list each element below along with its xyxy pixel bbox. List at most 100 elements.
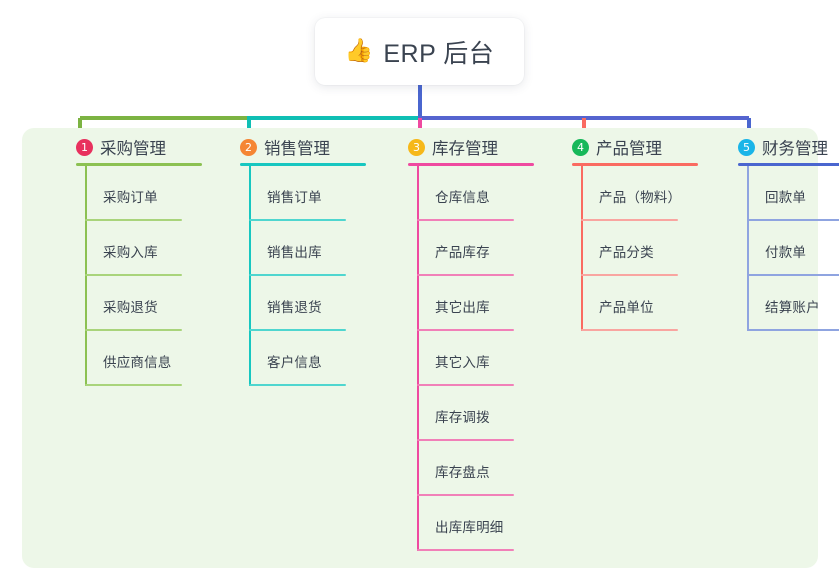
column-header-rule xyxy=(240,163,366,166)
column-title: 财务管理 xyxy=(762,140,828,158)
list-item[interactable]: 库存盘点 xyxy=(417,441,552,496)
list-item-label: 销售退货 xyxy=(267,300,322,315)
list-item-label: 供应商信息 xyxy=(103,355,172,370)
list-item-rule xyxy=(249,274,346,276)
column-badge-icon: 1 xyxy=(76,138,93,156)
list-item[interactable]: 出库库明细 xyxy=(417,496,552,551)
column-items: 采购订单采购入库采购退货供应商信息 xyxy=(85,166,220,386)
list-item[interactable]: 产品库存 xyxy=(417,221,552,276)
list-item[interactable]: 库存调拨 xyxy=(417,386,552,441)
list-item-label: 客户信息 xyxy=(267,355,322,370)
list-item[interactable]: 销售出库 xyxy=(249,221,384,276)
column-badge-icon: 2 xyxy=(240,138,257,156)
column-5: 5 财务管理回款单付款单结算账户 xyxy=(720,128,839,331)
column-header-rule xyxy=(76,163,202,166)
list-item-label: 采购订单 xyxy=(103,190,158,205)
list-item-rule xyxy=(85,329,182,331)
list-item-rule xyxy=(249,329,346,331)
list-item-rule xyxy=(417,549,514,551)
list-item-rule xyxy=(249,219,346,221)
list-item-rule xyxy=(417,274,514,276)
list-item-rule xyxy=(417,329,514,331)
list-item[interactable]: 客户信息 xyxy=(249,331,384,386)
list-item[interactable]: 仓库信息 xyxy=(417,166,552,221)
column-2: 2 销售管理销售订单销售出库销售退货客户信息 xyxy=(222,128,384,386)
column-items: 仓库信息产品库存其它出库其它入库库存调拨库存盘点出库库明细 xyxy=(417,166,552,551)
column-header-4[interactable]: 4 产品管理 xyxy=(554,128,716,166)
list-item[interactable]: 产品（物料） xyxy=(581,166,716,221)
list-item-rule xyxy=(249,384,346,386)
page-title: ERP 后台 xyxy=(383,39,495,68)
list-item-label: 销售订单 xyxy=(267,190,322,205)
column-title: 采购管理 xyxy=(100,140,166,158)
column-spine xyxy=(581,166,583,331)
column-header-3[interactable]: 3 库存管理 xyxy=(390,128,552,166)
column-items: 销售订单销售出库销售退货客户信息 xyxy=(249,166,384,386)
list-item-label: 其它出库 xyxy=(435,300,490,315)
list-item-rule xyxy=(747,274,839,276)
list-item-label: 采购退货 xyxy=(103,300,158,315)
column-badge-icon: 4 xyxy=(572,138,589,156)
list-item-label: 其它入库 xyxy=(435,355,490,370)
list-item[interactable]: 其它入库 xyxy=(417,331,552,386)
list-item-label: 产品单位 xyxy=(599,300,654,315)
column-spine xyxy=(747,166,749,331)
list-item[interactable]: 供应商信息 xyxy=(85,331,220,386)
list-item[interactable]: 采购入库 xyxy=(85,221,220,276)
list-item[interactable]: 产品单位 xyxy=(581,276,716,331)
list-item-rule xyxy=(85,219,182,221)
list-item[interactable]: 结算账户 xyxy=(747,276,839,331)
list-item-rule xyxy=(581,274,678,276)
column-items: 回款单付款单结算账户 xyxy=(747,166,839,331)
column-title: 销售管理 xyxy=(264,140,330,158)
column-title: 产品管理 xyxy=(596,140,662,158)
column-badge-icon: 5 xyxy=(738,138,755,156)
list-item-rule xyxy=(581,329,678,331)
list-item[interactable]: 销售订单 xyxy=(249,166,384,221)
list-item-label: 销售出库 xyxy=(267,245,322,260)
list-item-label: 库存调拨 xyxy=(435,410,490,425)
column-header-rule xyxy=(738,163,839,166)
list-item[interactable]: 采购退货 xyxy=(85,276,220,331)
column-header-2[interactable]: 2 销售管理 xyxy=(222,128,384,166)
column-header-5[interactable]: 5 财务管理 xyxy=(720,128,839,166)
list-item-rule xyxy=(417,439,514,441)
column-spine xyxy=(85,166,87,386)
list-item[interactable]: 付款单 xyxy=(747,221,839,276)
list-item-label: 产品（物料） xyxy=(599,190,682,205)
column-1: 1 采购管理采购订单采购入库采购退货供应商信息 xyxy=(58,128,220,386)
list-item-rule xyxy=(417,384,514,386)
list-item-rule xyxy=(417,494,514,496)
list-item-label: 付款单 xyxy=(765,245,807,260)
list-item-label: 仓库信息 xyxy=(435,190,490,205)
list-item-label: 产品分类 xyxy=(599,245,654,260)
column-badge-icon: 3 xyxy=(408,138,425,156)
list-item-label: 出库库明细 xyxy=(435,520,504,535)
list-item[interactable]: 产品分类 xyxy=(581,221,716,276)
thumbs-up-icon: 👍 xyxy=(344,38,374,64)
list-item[interactable]: 销售退货 xyxy=(249,276,384,331)
column-header-1[interactable]: 1 采购管理 xyxy=(58,128,220,166)
list-item-rule xyxy=(747,219,839,221)
root-node[interactable]: 👍 ERP 后台 xyxy=(315,18,524,85)
list-item-label: 产品库存 xyxy=(435,245,490,260)
list-item-rule xyxy=(417,219,514,221)
list-item[interactable]: 回款单 xyxy=(747,166,839,221)
column-header-rule xyxy=(572,163,698,166)
list-item[interactable]: 采购订单 xyxy=(85,166,220,221)
column-spine xyxy=(249,166,251,386)
list-item-label: 采购入库 xyxy=(103,245,158,260)
list-item-rule xyxy=(85,384,182,386)
list-item-rule xyxy=(747,329,839,331)
list-item-label: 回款单 xyxy=(765,190,807,205)
list-item-rule xyxy=(581,219,678,221)
column-items: 产品（物料） 产品分类产品单位 xyxy=(581,166,716,331)
list-item[interactable]: 其它出库 xyxy=(417,276,552,331)
column-header-rule xyxy=(408,163,534,166)
column-3: 3 库存管理仓库信息产品库存其它出库其它入库库存调拨库存盘点出库库明细 xyxy=(390,128,552,551)
list-item-label: 结算账户 xyxy=(765,300,820,315)
list-item-rule xyxy=(85,274,182,276)
column-title: 库存管理 xyxy=(432,140,498,158)
column-4: 4 产品管理产品（物料） 产品分类产品单位 xyxy=(554,128,716,331)
mindmap-panel: 1 采购管理采购订单采购入库采购退货供应商信息 2 销售管理销售订单销售出库销售退货客… xyxy=(22,128,839,568)
